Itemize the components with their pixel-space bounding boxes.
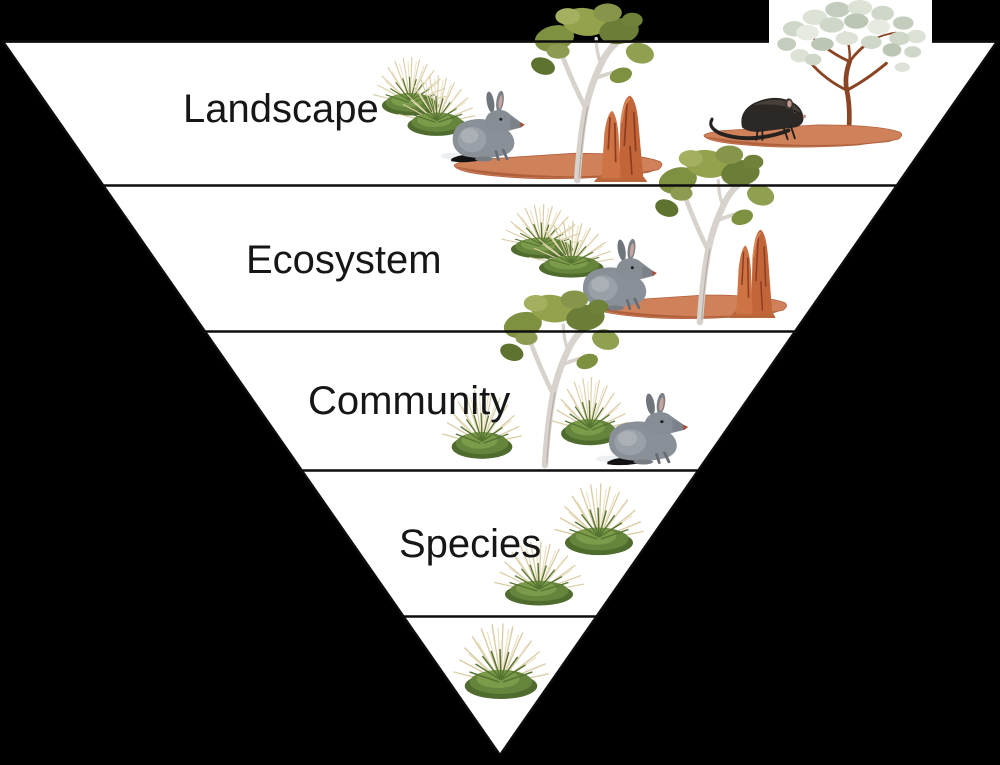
level-label-species: Species	[399, 522, 541, 566]
level-label-landscape: Landscape	[183, 87, 379, 131]
level-label-community: Community	[308, 379, 510, 423]
divider-lines	[3, 40, 997, 618]
level-label-ecosystem: Ecosystem	[246, 238, 442, 282]
